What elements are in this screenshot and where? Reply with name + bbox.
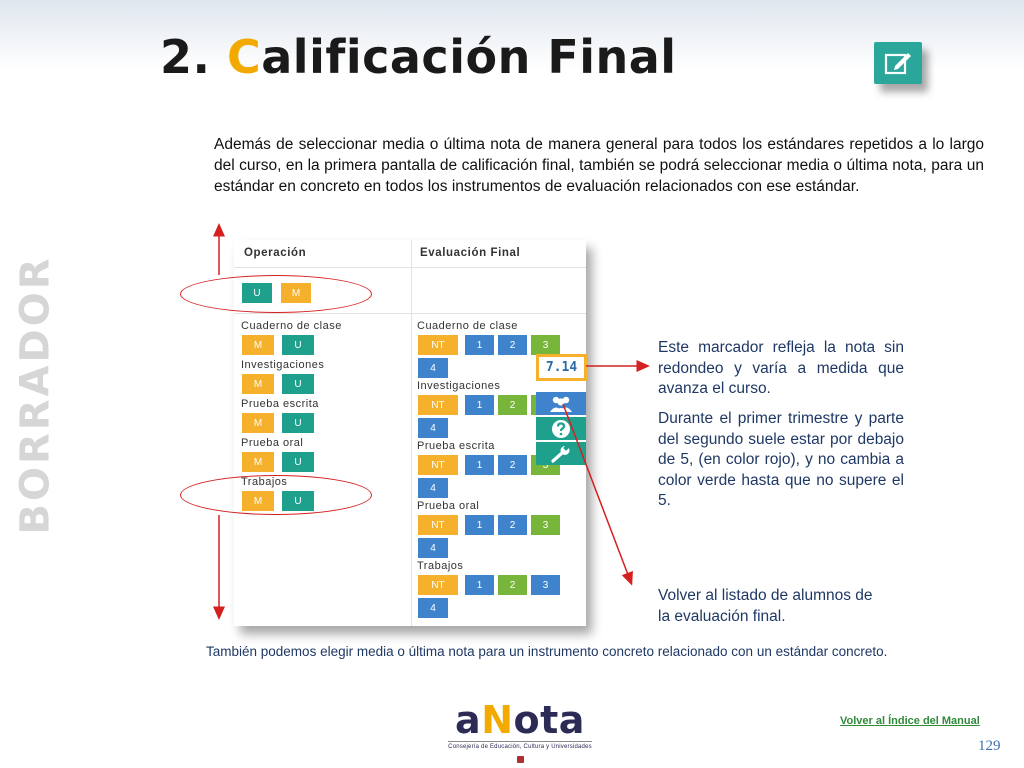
prueba-oral-nt-button[interactable]: NT: [418, 515, 458, 535]
right-label-cuaderno: Cuaderno de clase: [417, 320, 518, 332]
prueba-oral-u-button[interactable]: U: [282, 452, 314, 472]
logo-word: aNota: [440, 700, 600, 740]
note-marker: Este marcador refleja la nota sin redond…: [658, 339, 904, 397]
students-list-button[interactable]: [536, 392, 586, 415]
wrench-icon: [551, 444, 570, 463]
users-icon: [550, 396, 572, 412]
seal-icon: [516, 756, 524, 763]
investigaciones-2-button[interactable]: 2: [498, 395, 527, 415]
cuaderno-2-button[interactable]: 2: [498, 335, 527, 355]
trabajos-1-button[interactable]: 1: [465, 575, 494, 595]
logo-rest: ota: [513, 698, 585, 742]
right-label-prueba-oral: Prueba oral: [417, 500, 480, 512]
title-number: 2.: [160, 30, 227, 84]
left-label-cuaderno: Cuaderno de clase: [241, 320, 342, 332]
trabajos-nt-button[interactable]: NT: [418, 575, 458, 595]
trabajos-4-button[interactable]: 4: [418, 598, 448, 618]
prueba-escrita-4-button[interactable]: 4: [418, 478, 448, 498]
trabajos-3-button[interactable]: 3: [531, 575, 560, 595]
panel-divider-vertical: [411, 240, 412, 626]
annotation-ellipse-general: [180, 275, 372, 313]
logo-a: a: [455, 698, 482, 742]
investigaciones-u-button[interactable]: U: [282, 374, 314, 394]
investigaciones-nt-button[interactable]: NT: [418, 395, 458, 415]
title-rest: alificación Final: [261, 30, 677, 84]
investigaciones-1-button[interactable]: 1: [465, 395, 494, 415]
cuaderno-1-button[interactable]: 1: [465, 335, 494, 355]
cuaderno-4-button[interactable]: 4: [418, 358, 448, 378]
note-back: Volver al listado de alumnos de la evalu…: [658, 587, 873, 625]
right-label-prueba-escrita: Prueba escrita: [417, 440, 495, 452]
edit-icon[interactable]: [874, 42, 922, 84]
logo-n: N: [481, 698, 514, 742]
score-marker: 7.14: [536, 354, 587, 381]
trabajos-2-button[interactable]: 2: [498, 575, 527, 595]
left-label-investigaciones: Investigaciones: [241, 359, 325, 371]
prueba-oral-3-button[interactable]: 3: [531, 515, 560, 535]
left-label-prueba-oral: Prueba oral: [241, 437, 304, 449]
prueba-escrita-m-button[interactable]: M: [242, 413, 274, 433]
watermark: BORRADOR: [4, 255, 68, 534]
left-label-prueba-escrita: Prueba escrita: [241, 398, 319, 410]
annotation-ellipse-trabajos: [180, 475, 372, 515]
prueba-oral-m-button[interactable]: M: [242, 452, 274, 472]
back-to-index-link[interactable]: Volver al Índice del Manual: [840, 715, 980, 727]
right-label-trabajos: Trabajos: [417, 560, 464, 572]
investigaciones-4-button[interactable]: 4: [418, 418, 448, 438]
page-number: 129: [978, 738, 1001, 754]
prueba-escrita-nt-button[interactable]: NT: [418, 455, 458, 475]
prueba-escrita-u-button[interactable]: U: [282, 413, 314, 433]
help-icon: [552, 419, 570, 438]
title-initial: C: [227, 30, 262, 84]
column-header-operacion: Operación: [244, 247, 307, 259]
right-label-investigaciones: Investigaciones: [417, 380, 501, 392]
help-button[interactable]: [536, 417, 586, 440]
cuaderno-m-button[interactable]: M: [242, 335, 274, 355]
footer-text: También podemos elegir media o última no…: [206, 644, 888, 659]
tools-button[interactable]: [536, 442, 586, 465]
cuaderno-nt-button[interactable]: NT: [418, 335, 458, 355]
prueba-oral-1-button[interactable]: 1: [465, 515, 494, 535]
cuaderno-u-button[interactable]: U: [282, 335, 314, 355]
note-color: Durante el primer trimestre y parte del …: [658, 410, 904, 509]
panel-divider-general: [234, 313, 586, 314]
logo-subtitle: Consejería de Educación, Cultura y Unive…: [448, 741, 592, 750]
prueba-oral-2-button[interactable]: 2: [498, 515, 527, 535]
watermark-text: BORRADOR: [13, 255, 59, 535]
prueba-escrita-2-button[interactable]: 2: [498, 455, 527, 475]
intro-paragraph: Además de seleccionar media o última not…: [214, 136, 984, 195]
prueba-oral-4-button[interactable]: 4: [418, 538, 448, 558]
anota-logo: aNota Consejería de Educación, Cultura y…: [440, 700, 600, 763]
panel-divider-header: [234, 267, 586, 268]
page-title: 2. Calificación Final: [160, 30, 677, 84]
prueba-escrita-1-button[interactable]: 1: [465, 455, 494, 475]
column-header-evaluacion: Evaluación Final: [420, 247, 521, 259]
investigaciones-m-button[interactable]: M: [242, 374, 274, 394]
cuaderno-3-button[interactable]: 3: [531, 335, 560, 355]
